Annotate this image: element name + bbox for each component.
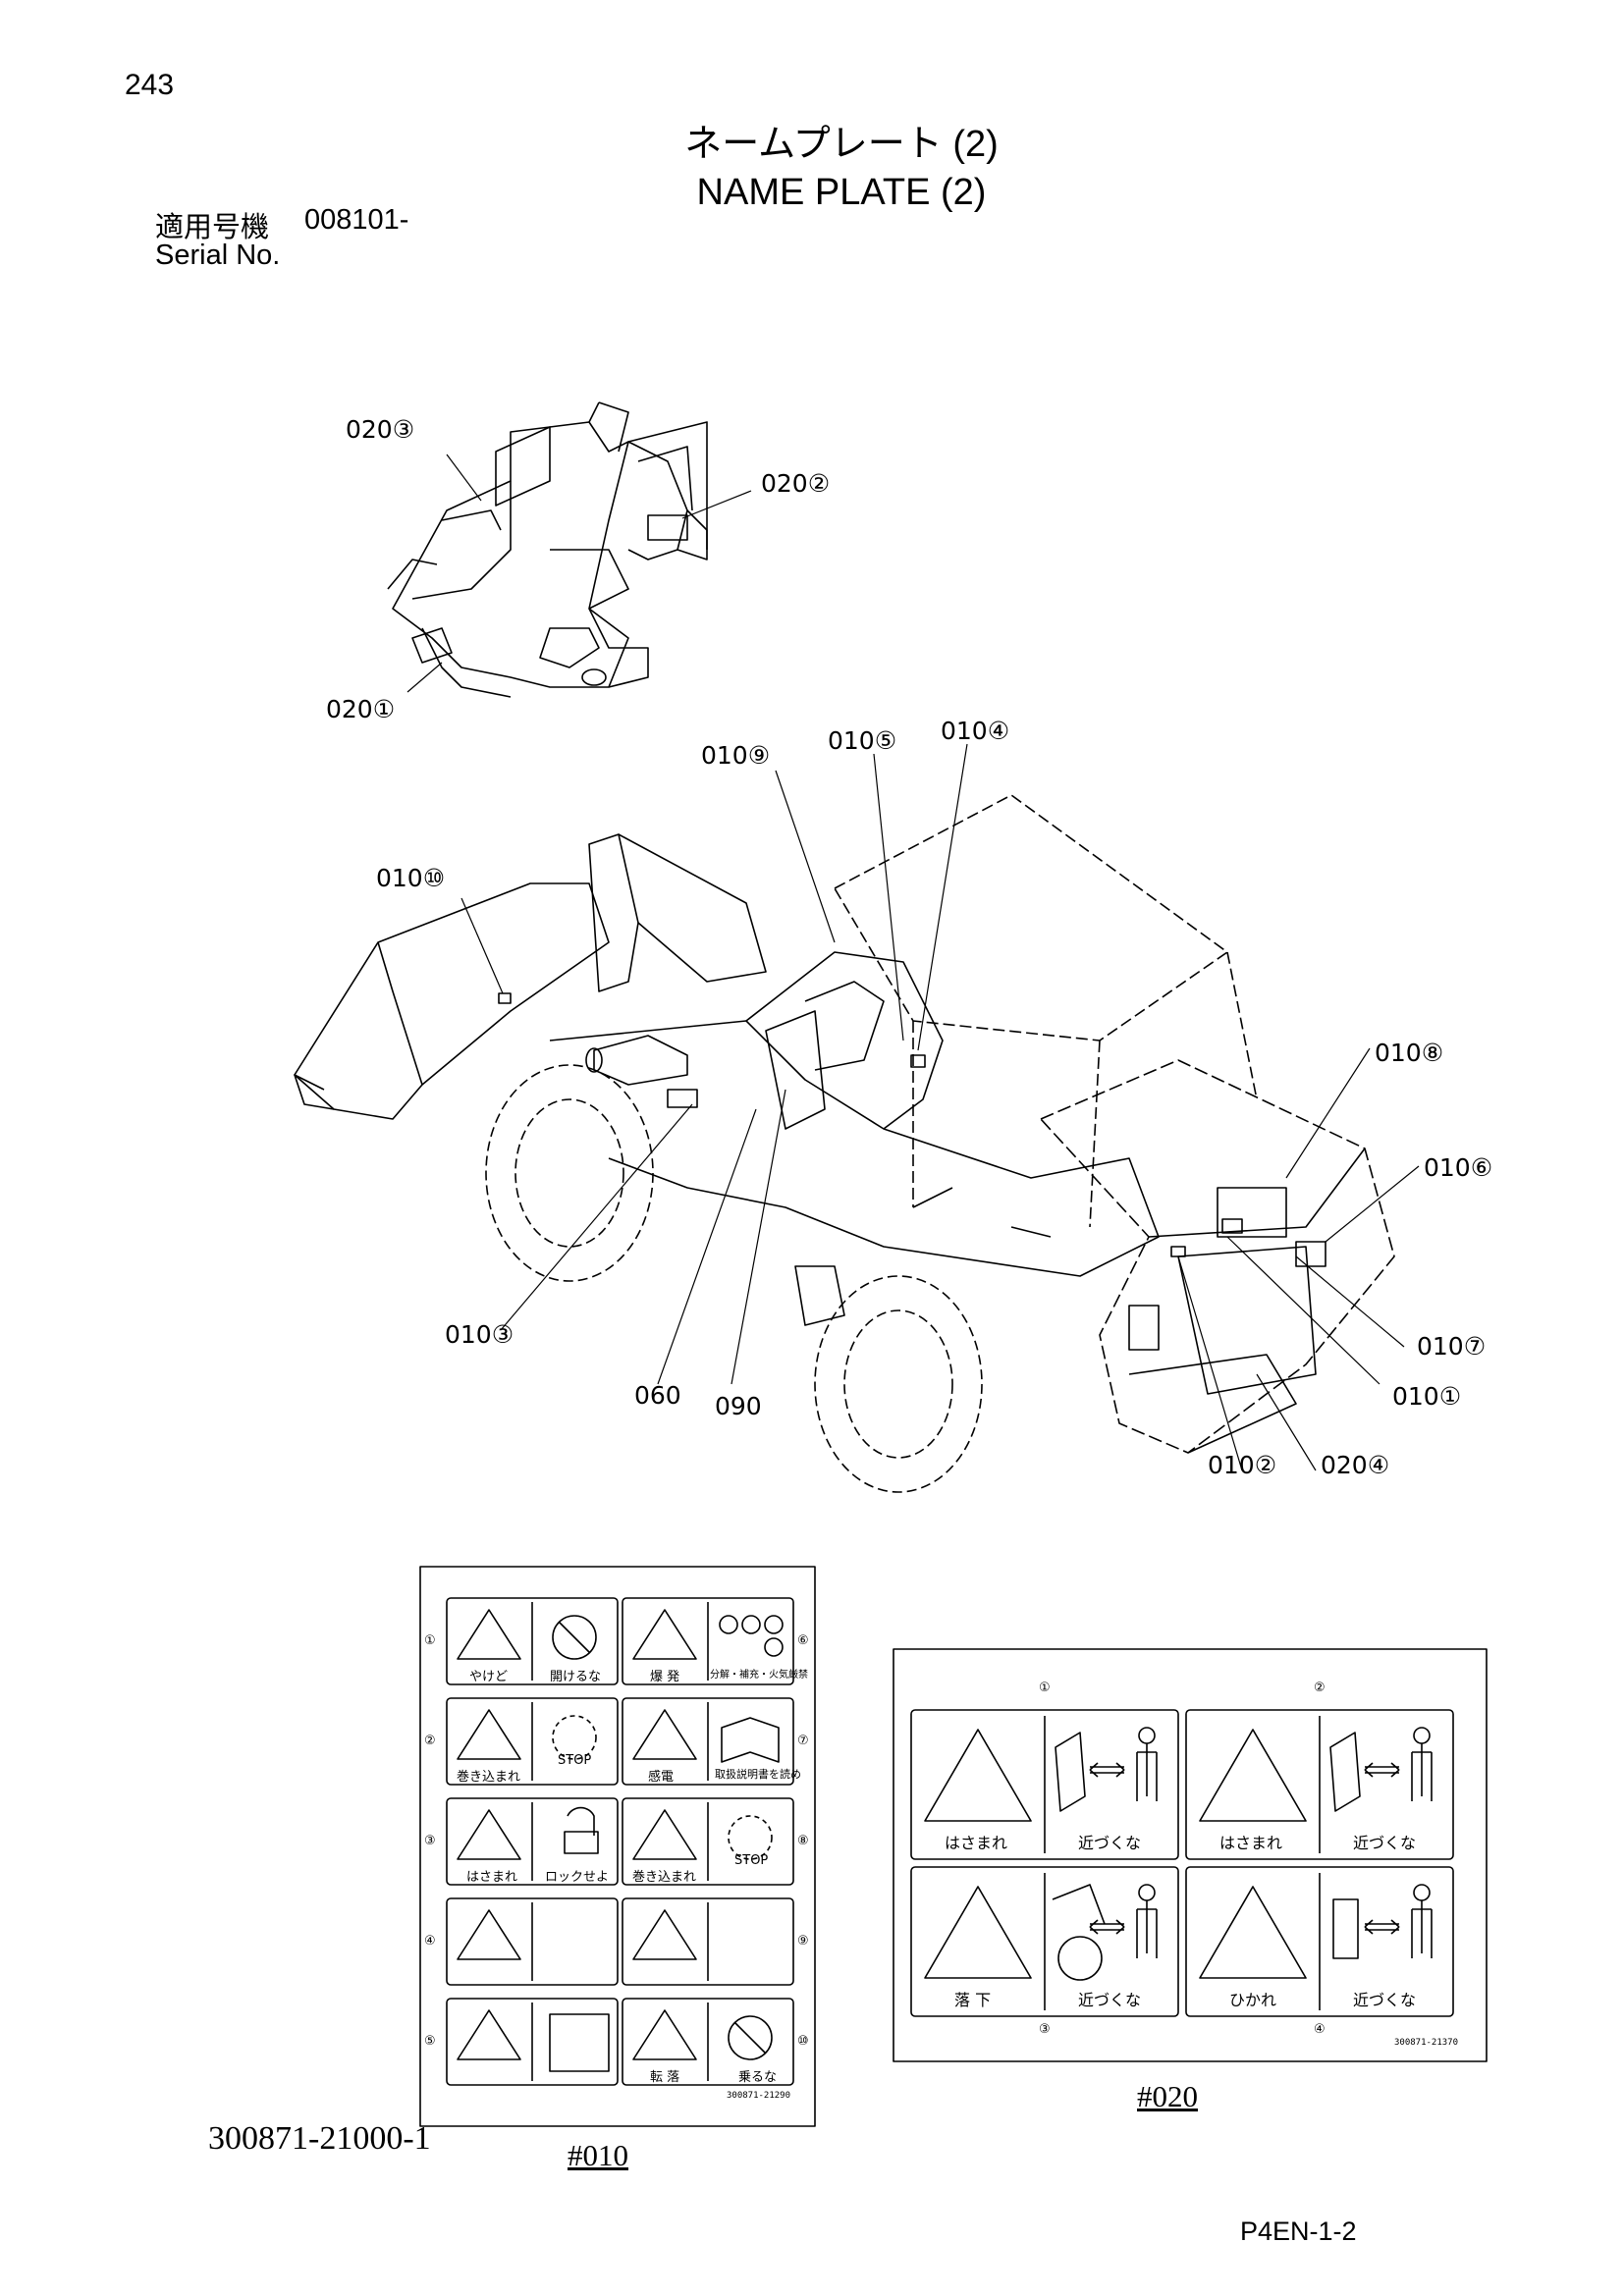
drawing-number: 300871-21000-1: [208, 2120, 431, 2157]
decal-010-3-label: はさまれ: [466, 1870, 518, 1885]
decal-020-2-label: はさまれ: [1219, 1834, 1283, 1852]
callout-010-4: 010④: [941, 717, 1010, 745]
callout-020-1: 020①: [326, 695, 396, 723]
sheet-020-number-4: ④: [1314, 2022, 1326, 2037]
sheet-010-number-9: ⑨: [797, 1934, 809, 1949]
callout-010-5: 010⑤: [828, 726, 897, 755]
decal-010-3-caption: ロックせよ: [545, 1870, 610, 1885]
sheet-010-number-4: ④: [424, 1934, 436, 1949]
decal-010-10-caption: 乗るな: [738, 2070, 778, 2085]
serial-number-value: 008101-: [304, 204, 409, 236]
decal-010-2-label: 巻き込まれ: [457, 1770, 521, 1785]
callout-010-3: 010③: [445, 1320, 514, 1349]
loader-frame-drawing: [387, 401, 708, 698]
callout-010-1: 010①: [1392, 1382, 1462, 1411]
page-number: 243: [125, 69, 175, 101]
decal-010-2-caption: STOP: [558, 1753, 592, 1768]
decal-010-7-caption: 取扱説明書を読め: [715, 1768, 801, 1781]
decal-020-1-label: はさまれ: [945, 1834, 1008, 1852]
decal-020-2-caption: 近づくな: [1353, 1834, 1417, 1852]
decal-010-10-label: 転 落: [650, 2070, 680, 2085]
decal-sheet-010-outline: [419, 1566, 816, 2127]
decal-020-1-caption: 近づくな: [1078, 1834, 1142, 1852]
callout-060: 060: [634, 1381, 681, 1410]
decal-020-4-caption: 近づくな: [1353, 1991, 1417, 2009]
decal-020-4-label: ひかれ: [1229, 1991, 1277, 2009]
machine-leader-lines: [460, 743, 1420, 1471]
decal-020-3-label: 落 下: [954, 1991, 992, 2009]
decal-010-8-caption: STOP: [734, 1853, 769, 1868]
callout-010-7: 010⑦: [1417, 1332, 1487, 1361]
decal-010-7-label: 感電: [648, 1770, 675, 1785]
page-title-english: NAME PLATE (2): [696, 172, 987, 213]
sheet-010-number-3: ③: [424, 1834, 436, 1848]
sheet-010-number-1: ①: [424, 1633, 436, 1648]
sheet-020-number-3: ③: [1039, 2022, 1051, 2037]
sheet-020-number-2: ②: [1314, 1681, 1326, 1695]
sheet-010-number-5: ⑤: [424, 2034, 436, 2049]
decal-010-1-caption: 開けるな: [550, 1670, 602, 1684]
wheel-loader-drawing: [294, 794, 1395, 1493]
sheet-010-number-2: ②: [424, 1734, 436, 1748]
sheet-010-number-10: ⑩: [797, 2034, 809, 2049]
decal-010-1-label: やけど: [469, 1670, 509, 1684]
serial-label-japanese: 適用号機: [155, 212, 270, 243]
callout-020-2: 020②: [761, 469, 831, 498]
decal-sheet-020-outline: [893, 1648, 1488, 2062]
callout-010-8: 010⑧: [1375, 1039, 1444, 1067]
sheet-010-part-number: 300871-21290: [727, 2091, 791, 2101]
sheet-020-part-number: 300871-21370: [1394, 2038, 1459, 2048]
callout-020-4: 020④: [1321, 1451, 1390, 1479]
page-code: P4EN-1-2: [1240, 2216, 1357, 2246]
serial-label-english: Serial No.: [155, 240, 281, 271]
callout-010-2: 010②: [1208, 1451, 1277, 1479]
frame-leader-lines: [406, 454, 752, 693]
sheet-020-number-1: ①: [1039, 1681, 1051, 1695]
callout-010-9: 010⑨: [701, 741, 771, 770]
callout-010-6: 010⑥: [1424, 1153, 1493, 1182]
decal-010-8-label: 巻き込まれ: [632, 1870, 697, 1885]
decal-010-6-label: 爆 発: [650, 1670, 680, 1684]
decal-010-6-caption: 分解・補充・火気厳禁: [710, 1670, 808, 1681]
callout-020-3: 020③: [346, 415, 415, 444]
sheet-010-number-6: ⑥: [797, 1633, 809, 1648]
callout-010-10: 010⑩: [376, 864, 446, 892]
decal-020-3-caption: 近づくな: [1078, 1991, 1142, 2009]
callout-090: 090: [715, 1392, 762, 1420]
sheet-010-number-8: ⑧: [797, 1834, 809, 1848]
sheet-020-label: #020: [1137, 2079, 1198, 2113]
sheet-010-label: #010: [568, 2138, 628, 2172]
page-title-japanese: ネームプレート (2): [684, 124, 999, 165]
sheet-010-number-7: ⑦: [797, 1734, 809, 1748]
